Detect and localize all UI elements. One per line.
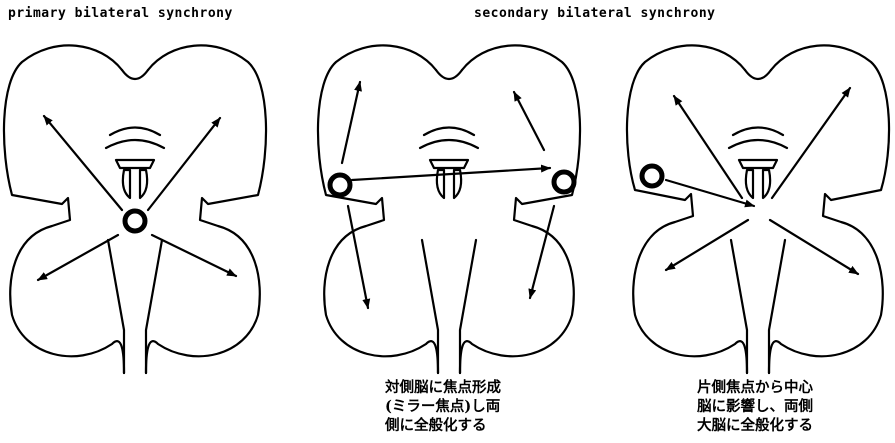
- brain-diagram-mirror-focus: [312, 30, 587, 375]
- seizure-focus-icon: [642, 166, 662, 186]
- spread-arrows: [342, 82, 554, 308]
- seizure-focus-icon: [125, 211, 145, 231]
- caption-unilateral-focus: 片側焦点から中心 脳に影響し、両側 大脳に全般化する: [697, 378, 813, 435]
- heading-primary-bilateral-synchrony: primary bilateral synchrony: [8, 6, 233, 21]
- brain-outline: [627, 45, 889, 373]
- caption-mirror-focus: 対側脳に焦点形成 (ミラー焦点)し両 側に全般化する: [385, 378, 501, 435]
- heading-secondary-bilateral-synchrony: secondary bilateral synchrony: [474, 6, 715, 21]
- mirror-focus-icon: [554, 172, 574, 192]
- brain-diagram-unilateral-focus: [622, 30, 895, 375]
- brain-diagram-primary: [0, 30, 270, 375]
- seizure-focus-icon: [330, 175, 350, 195]
